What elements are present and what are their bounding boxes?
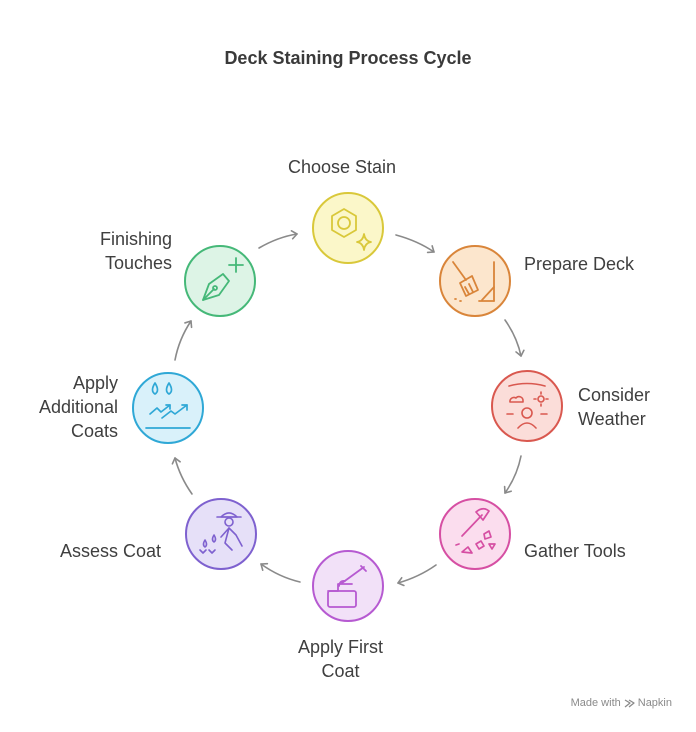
footer-brand: Napkin — [637, 697, 672, 709]
arrow-1 — [395, 234, 435, 254]
pen-plus-icon — [202, 257, 244, 301]
made-with-napkin: Made with Napkin — [571, 697, 672, 709]
step-label-assess-coat: Assess Coat — [60, 541, 162, 561]
arrow-3 — [503, 455, 522, 494]
arrow-4 — [397, 564, 437, 587]
step-apply-additional-coats — [132, 372, 204, 444]
diagram-title: Deck Staining Process Cycle — [224, 48, 472, 68]
step-prepare-deck — [439, 245, 511, 317]
step-label-apply-first-coat: Apply First Coat — [298, 637, 384, 681]
step-label-gather-tools: Gather Tools — [524, 541, 626, 561]
paint-brush-icon — [327, 565, 367, 608]
cycle-arrows — [171, 230, 525, 587]
step-label-apply-additional-coats: Apply Additional Coats — [38, 373, 118, 441]
step-choose-stain — [312, 192, 384, 264]
step-consider-weather — [491, 370, 563, 442]
step-gather-tools — [439, 498, 511, 570]
step-label-prepare-deck: Prepare Deck — [524, 254, 635, 274]
hexagon-sparkle-icon — [331, 208, 372, 251]
step-label-choose-stain: Choose Stain — [288, 157, 397, 177]
arrow-6 — [171, 457, 193, 495]
step-apply-first-coat — [312, 550, 384, 622]
arrow-5 — [260, 562, 301, 583]
arrow-7 — [174, 320, 193, 361]
step-assess-coat — [185, 498, 257, 570]
axe-rocks-icon — [455, 507, 496, 554]
footer-prefix: Made with — [570, 697, 621, 709]
napkin-logo-icon — [624, 698, 635, 708]
inspector-icon — [199, 512, 243, 554]
step-label-consider-weather: Consider Weather — [578, 385, 651, 429]
weather-person-icon — [506, 382, 549, 429]
broom-icon — [452, 261, 495, 302]
step-label-finishing-touches: Finishing Touches — [99, 229, 172, 273]
arrow-2 — [504, 319, 525, 357]
step-finishing-touches — [184, 245, 256, 317]
drops-trend-icon — [145, 382, 191, 429]
arrow-8 — [258, 230, 298, 249]
